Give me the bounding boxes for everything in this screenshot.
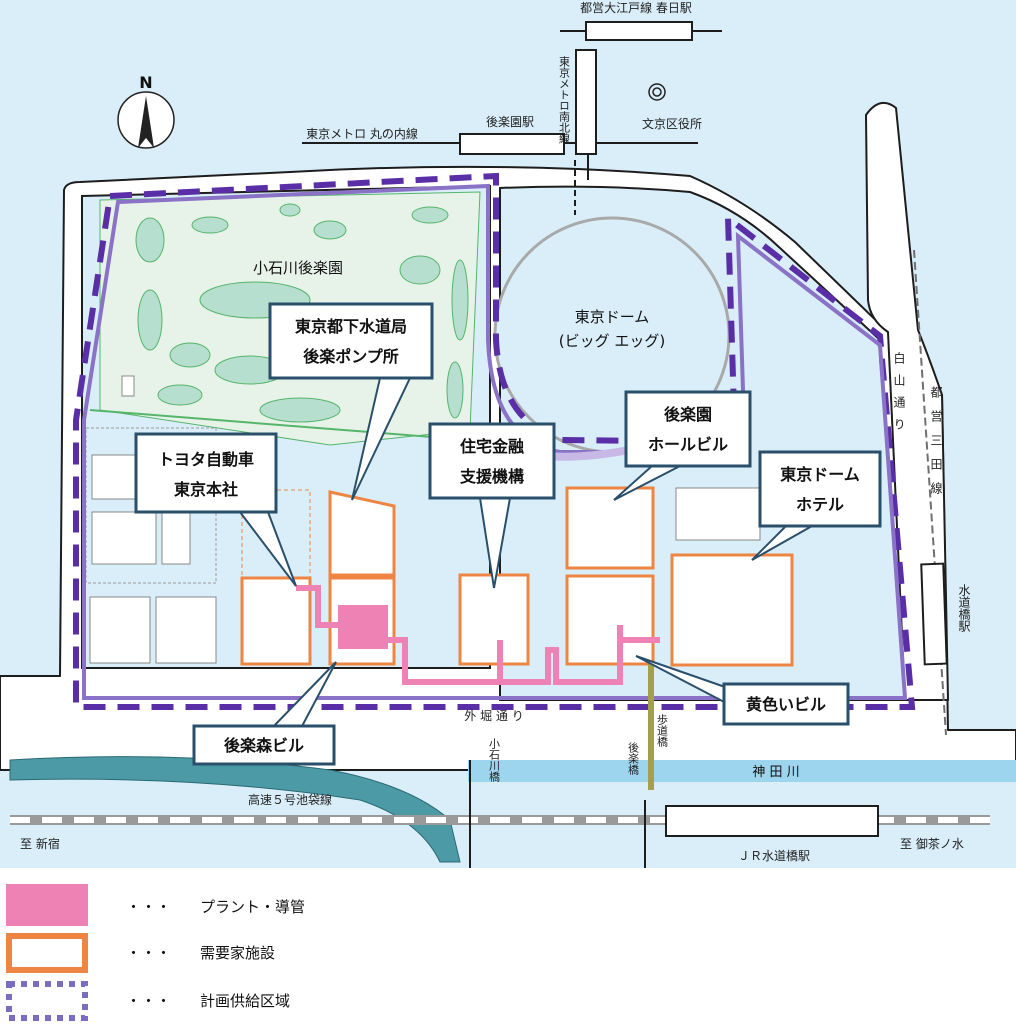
dome-label-2: (ビッグ エッグ) bbox=[559, 332, 665, 350]
callout-yellow-text: 黄色いビル bbox=[746, 695, 826, 714]
footbridge bbox=[648, 664, 654, 790]
kasuga-station bbox=[585, 21, 693, 41]
hakusan-dori-label: 白山通り bbox=[892, 351, 906, 440]
bunkyo-office-label: 文京区役所 bbox=[642, 116, 702, 131]
legend-label-area: 計画供給区域 bbox=[200, 992, 290, 1010]
callout-toyota bbox=[134, 432, 278, 514]
callout-hotel bbox=[758, 450, 882, 528]
callout-housing-line1: 住宅金融 bbox=[460, 437, 524, 456]
area-swatch bbox=[6, 981, 88, 1021]
hall-building bbox=[565, 486, 655, 570]
jr-suidobashi-station bbox=[665, 805, 879, 837]
sewer-building bbox=[328, 490, 396, 577]
suidobashi-label: 水道橋駅 bbox=[957, 584, 971, 633]
north-label: N bbox=[139, 73, 152, 92]
callout-housing-line2: 支援機構 bbox=[459, 467, 524, 486]
callout-sewer-line2: 後楽ポンプ所 bbox=[303, 347, 399, 366]
marunouchi-line-label: 東京メトロ 丸の内線 bbox=[306, 126, 418, 141]
demand-swatch bbox=[6, 933, 88, 973]
callout-yellow bbox=[722, 682, 850, 726]
legend-dots-1: ・・・ bbox=[126, 898, 171, 916]
footbridge-label: 歩道橋 bbox=[656, 713, 669, 748]
yellow-building bbox=[565, 574, 655, 666]
callout-hotel-line1: 東京ドーム bbox=[780, 465, 860, 484]
korakuen-station bbox=[459, 133, 565, 155]
legend-label-demand: 需要家施設 bbox=[200, 944, 275, 962]
namboku-line-station bbox=[575, 49, 597, 155]
callout-hall-line1: 後楽園 bbox=[664, 405, 712, 424]
mita-line-label: 都営三田線 bbox=[929, 386, 943, 506]
garden-building bbox=[121, 375, 135, 397]
housing-building bbox=[458, 573, 530, 666]
callout-housing bbox=[428, 422, 556, 500]
callout-hall bbox=[624, 390, 752, 468]
callout-sewer bbox=[268, 302, 434, 380]
callout-hotel-line2: ホテル bbox=[796, 495, 844, 514]
plant-swatch bbox=[6, 884, 88, 926]
expressway-label: 高速５号池袋線 bbox=[248, 792, 332, 807]
callouts: トヨタ自動車 東京本社 東京都下水道局 後楽ポンプ所 住宅金融 支援機構 後楽園… bbox=[134, 302, 882, 766]
legend-dots-3: ・・・ bbox=[126, 992, 171, 1010]
north-arrow-icon: N bbox=[117, 73, 175, 149]
to-ochanomizu-label: 至 御茶ノ水 bbox=[900, 836, 964, 851]
heat-plant bbox=[338, 605, 388, 649]
dome-label-1: 東京ドーム bbox=[575, 308, 650, 326]
callout-mori bbox=[192, 724, 336, 766]
mita-line bbox=[913, 249, 947, 736]
callout-sewer-line1: 東京都下水道局 bbox=[295, 317, 407, 336]
callout-hall-line2: ホールビル bbox=[648, 435, 728, 454]
callout-toyota-line2: 東京本社 bbox=[174, 480, 238, 499]
to-shinjuku-label: 至 新宿 bbox=[20, 836, 60, 851]
garden-label: 小石川後楽園 bbox=[253, 259, 343, 277]
garden-path bbox=[89, 409, 471, 441]
korakuen-station-label: 後楽園駅 bbox=[486, 115, 534, 129]
callout-toyota-line1: トヨタ自動車 bbox=[158, 450, 254, 469]
korakubashi-label: 後楽橋 bbox=[627, 741, 640, 776]
hotel-building bbox=[670, 553, 794, 667]
sotobori-dori-label: 外 堀 通 り bbox=[464, 708, 523, 723]
callout-mori-text: 後楽森ビル bbox=[224, 736, 304, 755]
legend-dots-2: ・・・ bbox=[126, 944, 171, 962]
oedo-line-label: 都営大江戸線 春日駅 bbox=[580, 0, 692, 15]
legend: ・・・ プラント・導管 ・・・ 需要家施設 ・・・ 計画供給区域 bbox=[6, 884, 305, 1021]
kanda-river-label: 神 田 川 bbox=[752, 765, 799, 780]
koishikawa-bridge-label: 小石川橋 bbox=[488, 738, 501, 783]
toyota-building bbox=[240, 576, 312, 666]
pipelines bbox=[296, 585, 660, 685]
namboku-line-label: 東京メトロ南北線 bbox=[558, 56, 571, 144]
jr-station-label: ＪＲ水道橋駅 bbox=[738, 849, 810, 863]
city-hall-icon bbox=[648, 83, 666, 101]
suidobashi-mita-station bbox=[920, 562, 948, 666]
kanda-river bbox=[468, 760, 1016, 782]
legend-label-plant: プラント・導管 bbox=[200, 898, 305, 916]
